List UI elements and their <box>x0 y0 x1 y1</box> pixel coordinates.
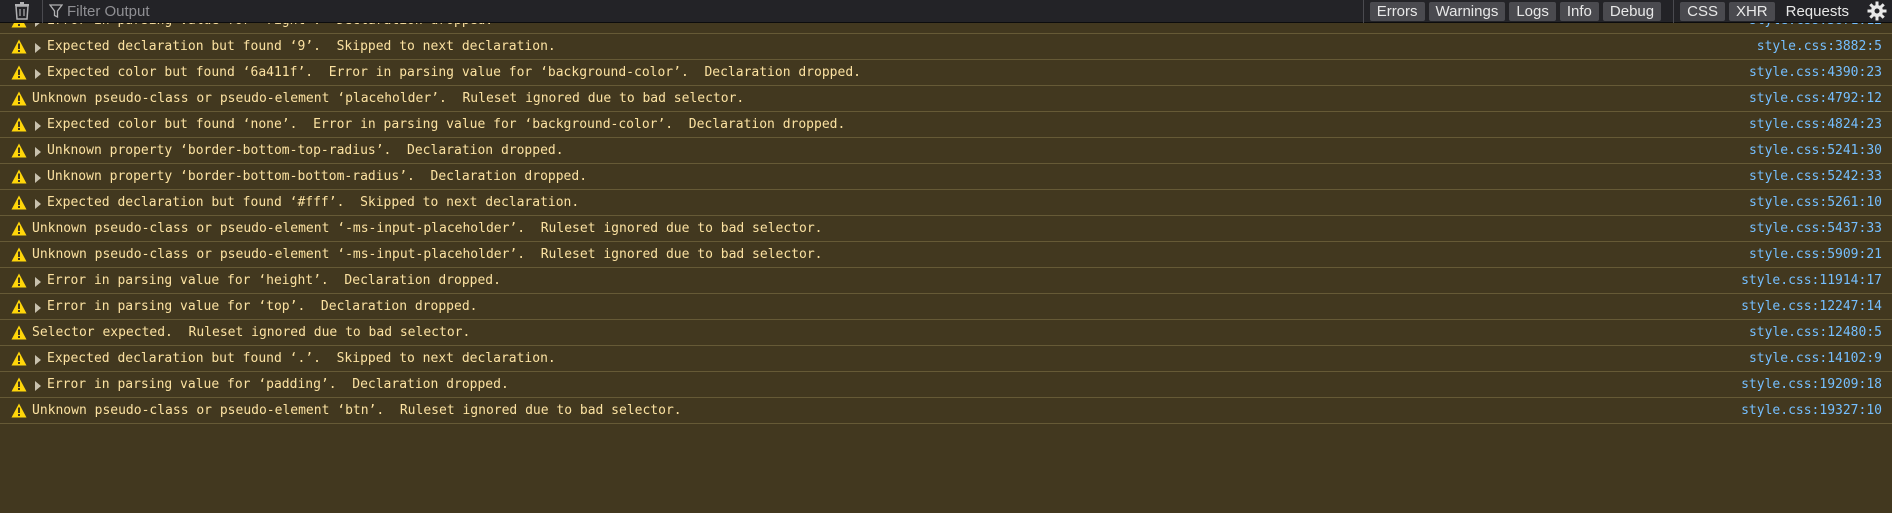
message-text: Expected color but found ‘6a411f’. Error… <box>47 65 861 80</box>
console-message-row[interactable]: Error in parsing value for ‘top’. Declar… <box>0 294 1892 320</box>
source-location-link[interactable]: style.css:5242:33 <box>1748 169 1882 184</box>
toolbar-divider <box>1362 0 1364 23</box>
gear-icon <box>1867 1 1887 21</box>
message-text: Unknown pseudo-class or pseudo-element ‘… <box>32 91 745 106</box>
expand-arrow-icon[interactable] <box>35 121 41 131</box>
toolbar-divider <box>42 0 43 23</box>
message-text: Expected color but found ‘none’. Error i… <box>47 117 846 132</box>
warning-icon <box>11 169 27 184</box>
console-message-row[interactable]: Unknown pseudo-class or pseudo-element ‘… <box>0 242 1892 268</box>
warning-icon <box>11 377 27 392</box>
filter-icon <box>49 4 63 18</box>
message-text: Unknown pseudo-class or pseudo-element ‘… <box>32 247 823 262</box>
warning-icon <box>11 143 27 158</box>
console-message-row[interactable]: Expected declaration but found ‘.’. Skip… <box>0 346 1892 372</box>
console-message-row[interactable]: Expected color but found ‘none’. Error i… <box>0 112 1892 138</box>
source-location-link[interactable]: style.css:5241:30 <box>1748 143 1882 158</box>
expand-arrow-icon[interactable] <box>35 303 41 313</box>
warning-icon <box>11 195 27 210</box>
filter-xhr-button[interactable]: XHR <box>1728 1 1775 21</box>
warning-icon <box>11 299 27 314</box>
warning-icon <box>11 221 27 236</box>
console-message-row[interactable]: Expected color but found ‘6a411f’. Error… <box>0 60 1892 86</box>
source-location-link[interactable]: style.css:5261:10 <box>1748 195 1882 210</box>
clear-console-button[interactable] <box>10 0 34 23</box>
toolbar-divider <box>1673 0 1675 23</box>
source-location-link[interactable]: style.css:5909:21 <box>1748 247 1882 262</box>
source-location-link[interactable]: style.css:11914:17 <box>1741 273 1882 288</box>
message-text: Expected declaration but found ‘#fff’. S… <box>47 195 580 210</box>
console-message-row[interactable]: Unknown pseudo-class or pseudo-element ‘… <box>0 398 1892 424</box>
filter-warnings-button[interactable]: Warnings <box>1428 1 1506 21</box>
source-location-link[interactable]: style.css:4792:12 <box>1748 91 1882 106</box>
message-text: Unknown pseudo-class or pseudo-element ‘… <box>32 403 682 418</box>
expand-arrow-icon[interactable] <box>35 355 41 365</box>
console-message-row[interactable]: Unknown property ‘border-bottom-bottom-r… <box>0 164 1892 190</box>
source-location-link[interactable]: style.css:12480:5 <box>1748 325 1882 340</box>
message-text: Error in parsing value for ‘padding’. De… <box>47 377 509 392</box>
console-message-row[interactable]: Unknown pseudo-class or pseudo-element ‘… <box>0 86 1892 112</box>
warning-icon <box>11 247 27 262</box>
warning-icon <box>11 351 27 366</box>
expand-arrow-icon[interactable] <box>35 199 41 209</box>
source-location-link[interactable]: style.css:19209:18 <box>1741 377 1882 392</box>
source-location-link[interactable]: style.css:4824:23 <box>1748 117 1882 132</box>
expand-arrow-icon[interactable] <box>35 147 41 157</box>
expand-arrow-icon[interactable] <box>35 69 41 79</box>
source-location-link[interactable]: style.css:5437:33 <box>1748 221 1882 236</box>
filter-logs-button[interactable]: Logs <box>1509 1 1556 21</box>
message-text: Selector expected. Ruleset ignored due t… <box>32 325 471 340</box>
console-message-row[interactable]: Unknown property ‘border-bottom-top-radi… <box>0 138 1892 164</box>
expand-arrow-icon[interactable] <box>35 173 41 183</box>
filter-debug-button[interactable]: Debug <box>1602 1 1662 21</box>
filter-requests-button[interactable]: Requests <box>1785 2 1849 20</box>
warning-icon <box>11 403 27 418</box>
console-output: Error in parsing value for ‘right’. Decl… <box>0 8 1892 424</box>
message-text: Unknown property ‘border-bottom-bottom-r… <box>47 169 588 184</box>
filter-css-button[interactable]: CSS <box>1680 1 1725 21</box>
console-message-row[interactable]: Error in parsing value for ‘padding’. De… <box>0 372 1892 398</box>
warning-icon <box>11 325 27 340</box>
message-text: Unknown pseudo-class or pseudo-element ‘… <box>32 221 823 236</box>
warning-icon <box>11 91 27 106</box>
message-text: Error in parsing value for ‘top’. Declar… <box>47 299 478 314</box>
trash-icon <box>15 2 29 20</box>
console-message-row[interactable]: Selector expected. Ruleset ignored due t… <box>0 320 1892 346</box>
console-toolbar: Errors Warnings Logs Info Debug CSS XHR … <box>0 0 1892 23</box>
message-text: Error in parsing value for ‘height’. Dec… <box>47 273 501 288</box>
warning-icon <box>11 117 27 132</box>
expand-arrow-icon[interactable] <box>35 381 41 391</box>
filter-output-input[interactable] <box>63 2 367 20</box>
expand-arrow-icon[interactable] <box>35 277 41 287</box>
console-message-row[interactable]: Unknown pseudo-class or pseudo-element ‘… <box>0 216 1892 242</box>
warning-icon <box>11 39 27 54</box>
source-location-link[interactable]: style.css:4390:23 <box>1748 65 1882 80</box>
message-text: Expected declaration but found ‘.’. Skip… <box>47 351 556 366</box>
console-message-row[interactable]: Expected declaration but found ‘#fff’. S… <box>0 190 1892 216</box>
console-settings-button[interactable] <box>1862 0 1892 23</box>
source-location-link[interactable]: style.css:12247:14 <box>1741 299 1882 314</box>
source-location-link[interactable]: style.css:3882:5 <box>1756 39 1882 54</box>
message-text: Unknown property ‘border-bottom-top-radi… <box>47 143 564 158</box>
message-text: Expected declaration but found ‘9’. Skip… <box>47 39 556 54</box>
console-message-row[interactable]: Error in parsing value for ‘height’. Dec… <box>0 268 1892 294</box>
filter-box <box>49 0 1355 23</box>
filter-errors-button[interactable]: Errors <box>1369 1 1425 21</box>
source-location-link[interactable]: style.css:14102:9 <box>1748 351 1882 366</box>
expand-arrow-icon[interactable] <box>35 43 41 53</box>
source-location-link[interactable]: style.css:19327:10 <box>1741 403 1882 418</box>
warning-icon <box>11 65 27 80</box>
filter-info-button[interactable]: Info <box>1559 1 1599 21</box>
warning-icon <box>11 273 27 288</box>
console-message-row[interactable]: Expected declaration but found ‘9’. Skip… <box>0 34 1892 60</box>
